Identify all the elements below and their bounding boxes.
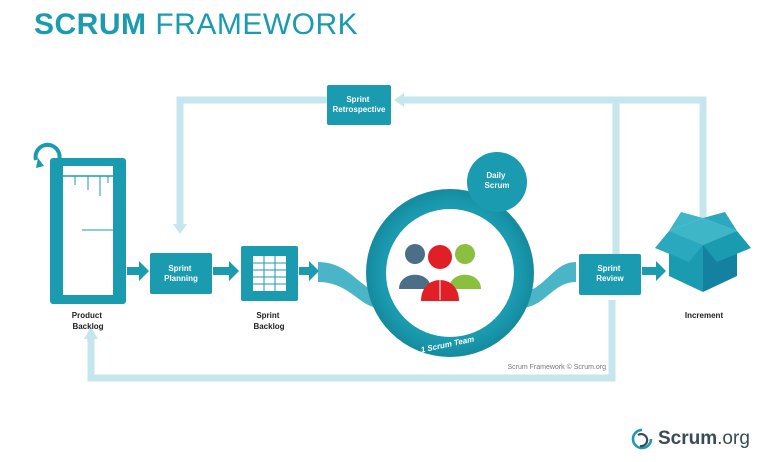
logo-domain: .org [717, 428, 750, 449]
sprint-review-line-2: Review [596, 274, 624, 283]
retrospective-loop [87, 96, 707, 382]
product-backlog-line-2: Backlog [72, 322, 103, 331]
sprint-backlog-line-1: Sprint [256, 311, 279, 320]
sprint-retrospective-line-1: Sprint [346, 95, 369, 104]
product-backlog-line-1: Product [72, 311, 103, 320]
sprint-retrospective-box: Sprint Retrospective [327, 85, 391, 125]
scrum-org-logo: Scrum.org [630, 427, 750, 451]
sprint-retrospective-line-2: Retrospective [333, 105, 386, 114]
svg-text:Sprint Retrospective: Sprint Retrospective [333, 95, 386, 114]
product-backlog-label: Product Backlog [72, 311, 104, 331]
increment-label: Increment [685, 311, 724, 320]
arrow-to-retrospective [394, 93, 404, 107]
arrow-review-to-increment [642, 261, 666, 281]
svg-text:Daily Scrum: Daily Scrum [485, 171, 510, 190]
increment-box-icon [655, 212, 751, 292]
sprint-review-box: Sprint Review [579, 254, 641, 295]
daily-scrum-line-1: Daily [486, 171, 506, 180]
arrow-backlog-to-planning [127, 261, 149, 281]
svg-text:Sprint Planning: Sprint Planning [164, 264, 198, 283]
sprint-backlog-label: Sprint Backlog [253, 311, 284, 331]
copyright-text: Scrum Framework © Scrum.org [507, 363, 606, 371]
scrum-org-logo-icon [631, 428, 653, 450]
sprint-planning-line-2: Planning [164, 274, 198, 283]
page-title: SCRUM FRAMEWORK [34, 8, 358, 42]
sprint-review-line-1: Sprint [597, 264, 620, 273]
logo-word: Scrum [658, 428, 718, 449]
scrum-team-icon [399, 244, 481, 301]
sprint-cycle-inner [386, 209, 514, 337]
sprint-planning-box: Sprint Planning [150, 253, 212, 294]
arrow-sprint-backlog-to-sprint [299, 261, 319, 281]
sprint-planning-line-1: Sprint [168, 264, 191, 273]
svg-text:Sprint Review: Sprint Review [596, 264, 624, 283]
daily-scrum-line-2: Scrum [485, 181, 510, 190]
arrow-planning-to-sprint-backlog [213, 261, 239, 281]
daily-scrum-bubble: Daily Scrum [467, 152, 527, 212]
sprint-backlog-line-2: Backlog [253, 322, 284, 331]
title-light: FRAMEWORK [155, 8, 359, 41]
arrow-to-product-backlog [84, 327, 98, 339]
product-backlog-icon [33, 142, 126, 304]
sprint-backlog-icon [241, 246, 298, 301]
arrow-to-planning [173, 224, 187, 234]
title-bold: SCRUM [34, 8, 147, 41]
